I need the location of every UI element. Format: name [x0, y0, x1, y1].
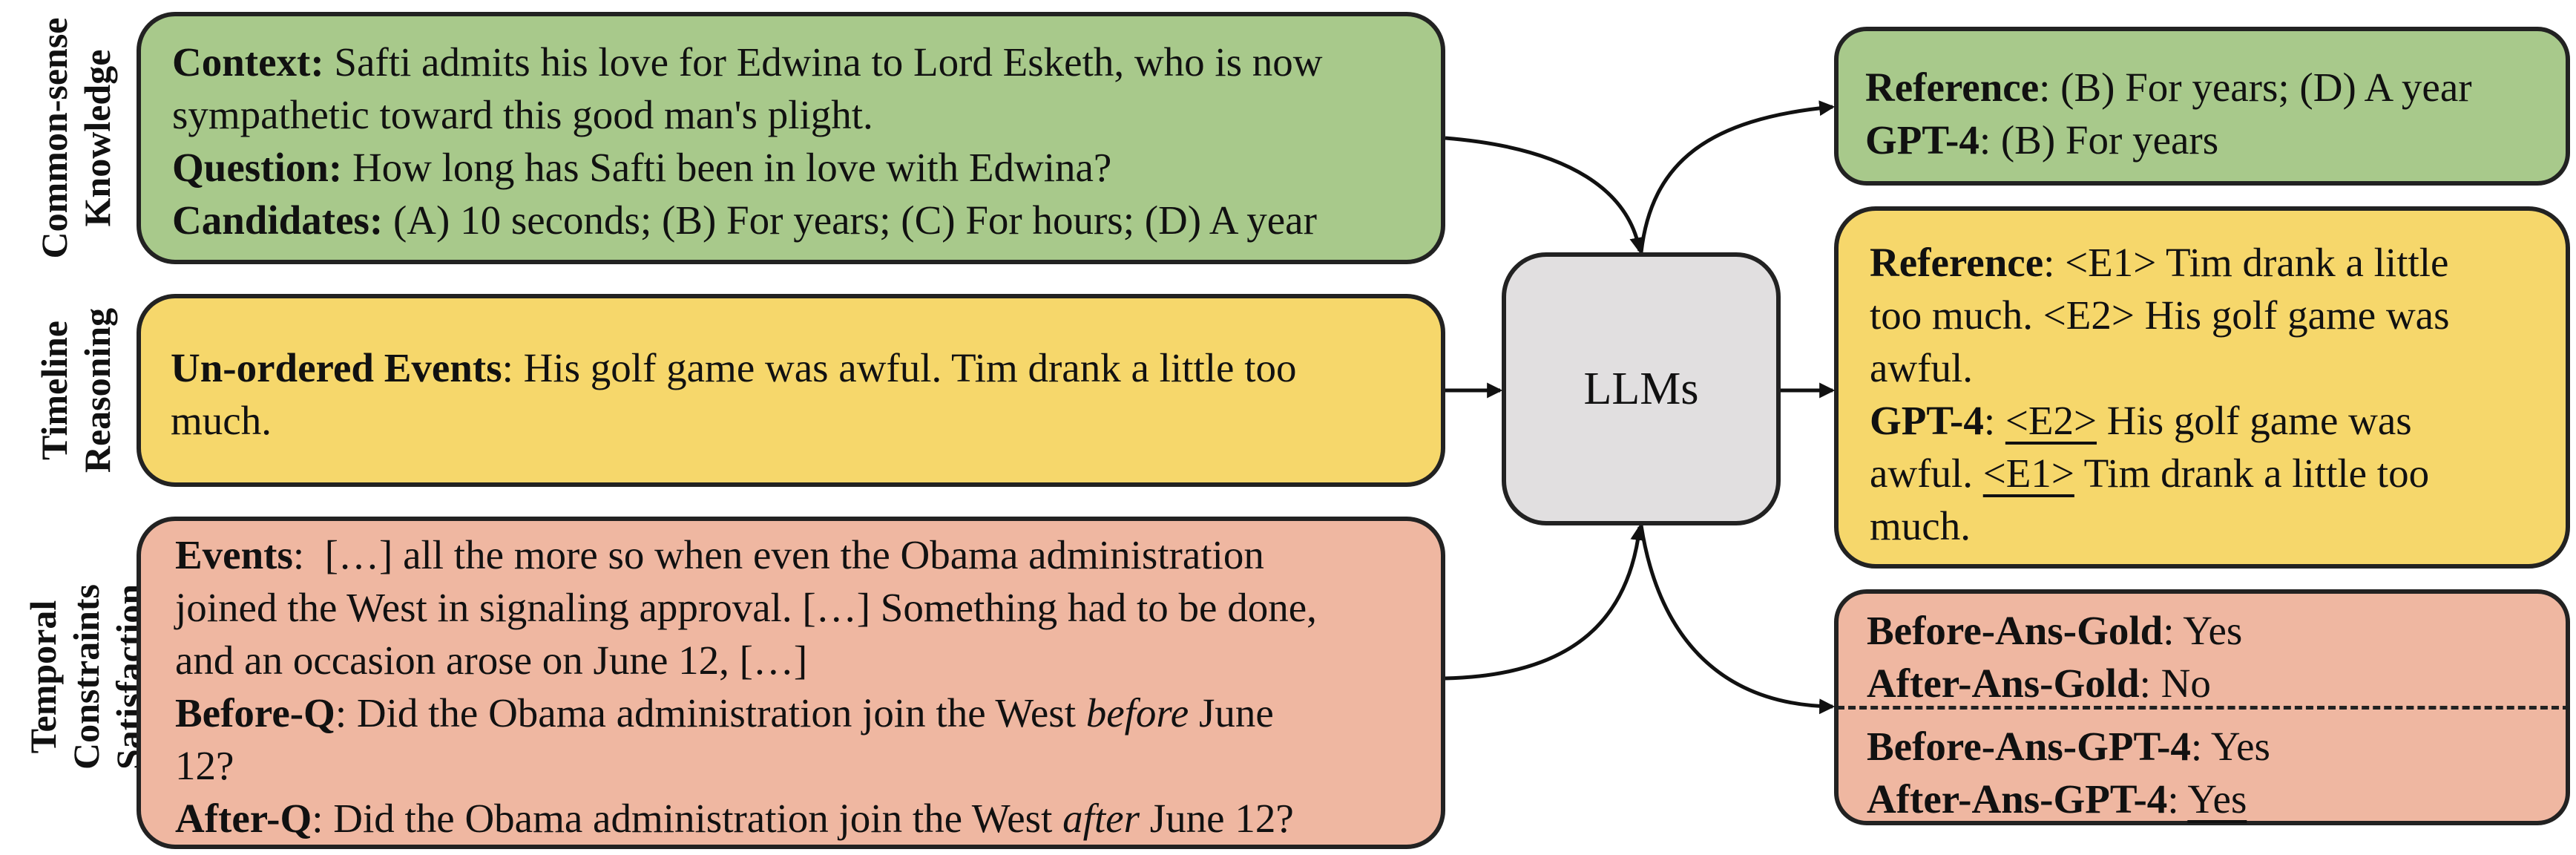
after-ans-gpt4-value: Yes [2187, 776, 2247, 822]
before-q-text-end: June [1189, 690, 1274, 736]
candidates-label: Candidates: [172, 197, 384, 243]
candidates-row: Candidates: (A) 10 seconds; (B) For year… [172, 194, 1441, 246]
cs-gpt4-label: GPT-4 [1865, 117, 1979, 163]
after-ans-gpt4-sep: : [2167, 776, 2188, 822]
before-ans-gpt4-label: Before-Ans-GPT-4 [1867, 724, 2191, 769]
after-q-emphasis: after [1062, 796, 1140, 841]
events-text-line2: joined the West in signaling approval. [… [175, 585, 1317, 630]
before-q-emphasis: before [1085, 690, 1189, 736]
before-ans-gpt4-value: : Yes [2190, 724, 2270, 769]
after-ans-gpt4-label: After-Ans-GPT-4 [1867, 776, 2168, 822]
llm-label: LLMs [1583, 363, 1699, 414]
before-q-line2: 12? [175, 743, 234, 788]
tl-reference-line2: too much. <E2> His golf game was [1870, 292, 2450, 338]
timeline-answer-box: Reference: <E1> Tim drank a little too m… [1834, 206, 2570, 569]
tl-reference-row: Reference: <E1> Tim drank a little [1870, 236, 2566, 289]
arrow-commonsense-to-llm [1445, 136, 1646, 254]
context-label: Context: [172, 39, 324, 85]
before-ans-gpt4-row: Before-Ans-GPT-4: Yes [1867, 720, 2566, 773]
unordered-events-row: Un-ordered Events: His golf game was awf… [171, 341, 1441, 394]
after-q-text-end: June 12? [1140, 796, 1294, 841]
before-ans-gold-row: Before-Ans-Gold: Yes [1867, 604, 2566, 657]
timeline-question-box: Un-ordered Events: His golf game was awf… [137, 294, 1445, 487]
before-q-text: : Did the Obama administration join the … [335, 690, 1086, 736]
before-q-label: Before-Q [175, 690, 335, 736]
tl-gpt4-tag-e1: <E1> [1982, 451, 2074, 496]
commonsense-question-box: Context: Safti admits his love for Edwin… [137, 12, 1445, 264]
cs-gpt4-row: GPT-4: (B) For years [1865, 114, 2566, 166]
cs-reference-row: Reference: (B) For years; (D) A year [1865, 61, 2566, 114]
tl-gpt4-tag-e2: <E2> [2005, 398, 2097, 443]
context-text: Safti admits his love for Edwina to Lord… [334, 39, 1323, 85]
after-ans-gold-label: After-Ans-Gold [1867, 661, 2140, 706]
tl-gpt4-sep: : [1983, 398, 2005, 443]
tl-gpt4-line2-rest: Tim drank a little too [2074, 451, 2430, 496]
candidates-text: (A) 10 seconds; (B) For years; (C) For h… [392, 197, 1317, 243]
events-label: Events [175, 532, 293, 577]
question-text: How long has Safti been in love with Edw… [352, 145, 1112, 190]
after-q-label: After-Q [175, 796, 312, 841]
tl-reference-label: Reference [1870, 240, 2044, 285]
tl-gpt4-text: His golf game was [2097, 398, 2412, 443]
cs-reference-text: : (B) For years; (D) A year [2039, 65, 2472, 110]
before-ans-gold-value: : Yes [2163, 608, 2243, 653]
after-ans-gpt4-row: After-Ans-GPT-4: Yes [1867, 773, 2566, 825]
context-row: Context: Safti admits his love for Edwin… [172, 36, 1441, 88]
question-label: Question: [172, 145, 343, 190]
arrow-llm-to-temporal-answer [1639, 525, 1836, 715]
tl-reference-line3: awful. [1870, 345, 1973, 390]
after-ans-gold-value: : No [2139, 661, 2211, 706]
temporal-question-box: Events: […] all the more so when even th… [137, 517, 1445, 849]
after-q-text: : Did the Obama administration join the … [312, 796, 1063, 841]
commonsense-answer-box: Reference: (B) For years; (D) A year GPT… [1834, 27, 2570, 186]
events-row: Events: […] all the more so when even th… [175, 528, 1441, 581]
tl-gpt4-line2: awful. <E1> Tim drank a little too [1870, 447, 2566, 499]
tl-reference-text: : <E1> Tim drank a little [2043, 240, 2449, 285]
after-q-row: After-Q: Did the Obama administration jo… [175, 792, 1441, 845]
events-text: : […] all the more so when even the Obam… [292, 532, 1264, 577]
cs-reference-label: Reference [1865, 65, 2040, 110]
unordered-events-line2: much. [171, 398, 272, 443]
cs-gpt4-text: : (B) For years [1979, 117, 2219, 163]
after-ans-gold-row: After-Ans-Gold: No [1867, 657, 2566, 710]
unordered-events-label: Un-ordered Events [171, 345, 502, 390]
tl-gpt4-row: GPT-4: <E2> His golf game was [1870, 394, 2566, 447]
gold-gpt4-divider [1837, 706, 2570, 710]
before-ans-gold-label: Before-Ans-Gold [1867, 608, 2163, 653]
tl-gpt4-label: GPT-4 [1870, 398, 1984, 443]
arrow-llm-to-commonsense-answer [1639, 100, 1836, 253]
context-text-line2: sympathetic toward this good man's pligh… [172, 92, 873, 137]
arrow-temporal-to-llm [1445, 524, 1646, 681]
question-row: Question: How long has Safti been in lov… [172, 141, 1441, 194]
unordered-events-text: : His golf game was awful. Tim drank a l… [502, 345, 1297, 390]
tl-gpt4-line2-pre: awful. [1870, 451, 1983, 496]
events-text-line3: and an occasion arose on June 12, […] [175, 638, 808, 683]
llm-box: LLMs [1502, 252, 1781, 525]
tl-gpt4-line3: much. [1870, 503, 1971, 548]
before-q-row: Before-Q: Did the Obama administration j… [175, 687, 1441, 739]
